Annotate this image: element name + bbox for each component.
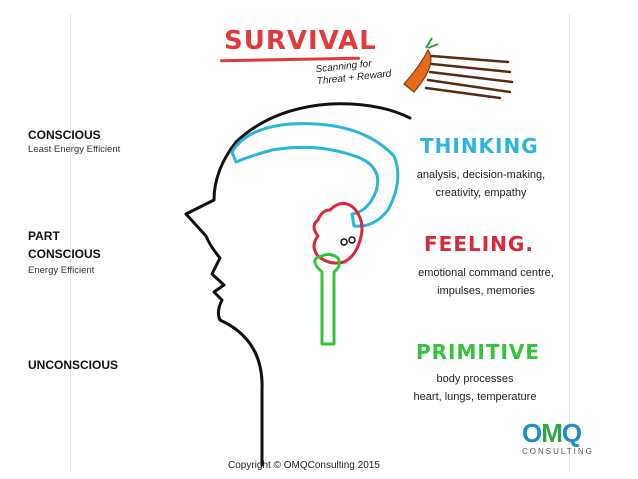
stick-icon xyxy=(424,54,514,100)
cortex-shape xyxy=(230,122,400,228)
copyright-text: Copyright © OMQConsulting 2015 xyxy=(228,460,380,471)
energy-label: Energy Efficient xyxy=(28,265,95,276)
heading-thinking: THINKING xyxy=(420,134,539,158)
brainstem-shape xyxy=(313,252,341,346)
head-outline xyxy=(184,102,412,467)
diagram-title: SURVIVAL xyxy=(224,26,377,56)
level-unconscious: UNCONSCIOUS xyxy=(28,358,119,372)
eye-dot xyxy=(340,238,348,246)
logo-subtitle: CONSULTING xyxy=(522,447,594,456)
heading-primitive: PRIMITIVE xyxy=(416,340,541,364)
primitive-description: body processes heart, lungs, temperature xyxy=(413,373,537,403)
carrot-icon xyxy=(403,37,439,93)
heading-feeling: FEELING. xyxy=(424,232,534,256)
level-conscious: CONSCIOUS xyxy=(28,128,101,142)
limbic-shape xyxy=(312,202,364,265)
feeling-description: emotional command centre, impulses, memo… xyxy=(418,267,554,297)
right-divider xyxy=(569,14,570,470)
left-divider xyxy=(70,14,71,470)
level-part-conscious: PART CONSCIOUS xyxy=(28,229,101,261)
thinking-description: analysis, decision-making, creativity, e… xyxy=(416,169,546,199)
eye-dot xyxy=(348,236,356,244)
omq-logo: OMQ CONSULTING xyxy=(522,420,612,464)
logo-wordmark: OMQ xyxy=(522,418,582,448)
energy-label: Least Energy Efficient xyxy=(28,144,121,155)
